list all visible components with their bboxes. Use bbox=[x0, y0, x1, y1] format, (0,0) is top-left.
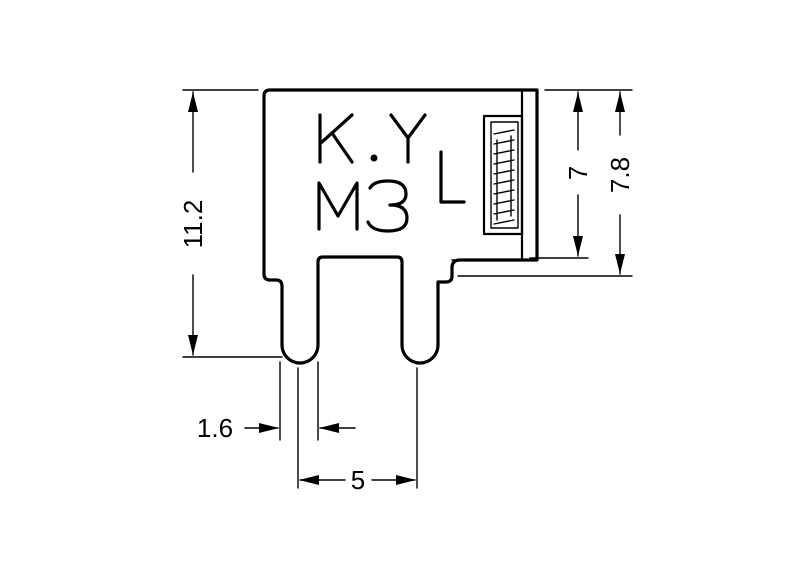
dim-nut-height: 7 bbox=[563, 166, 593, 180]
marking-text bbox=[317, 113, 466, 233]
dim-overall-height: 11.2 bbox=[178, 200, 208, 249]
arrowheads bbox=[188, 92, 625, 485]
extension-lines bbox=[182, 89, 633, 489]
dim-pin-pitch: 5 bbox=[351, 465, 365, 495]
body-outline bbox=[262, 88, 539, 365]
dim-body-side-height: 7.8 bbox=[605, 157, 635, 193]
threaded-nut bbox=[482, 114, 524, 236]
dim-pin-width: 1.6 bbox=[197, 413, 233, 443]
